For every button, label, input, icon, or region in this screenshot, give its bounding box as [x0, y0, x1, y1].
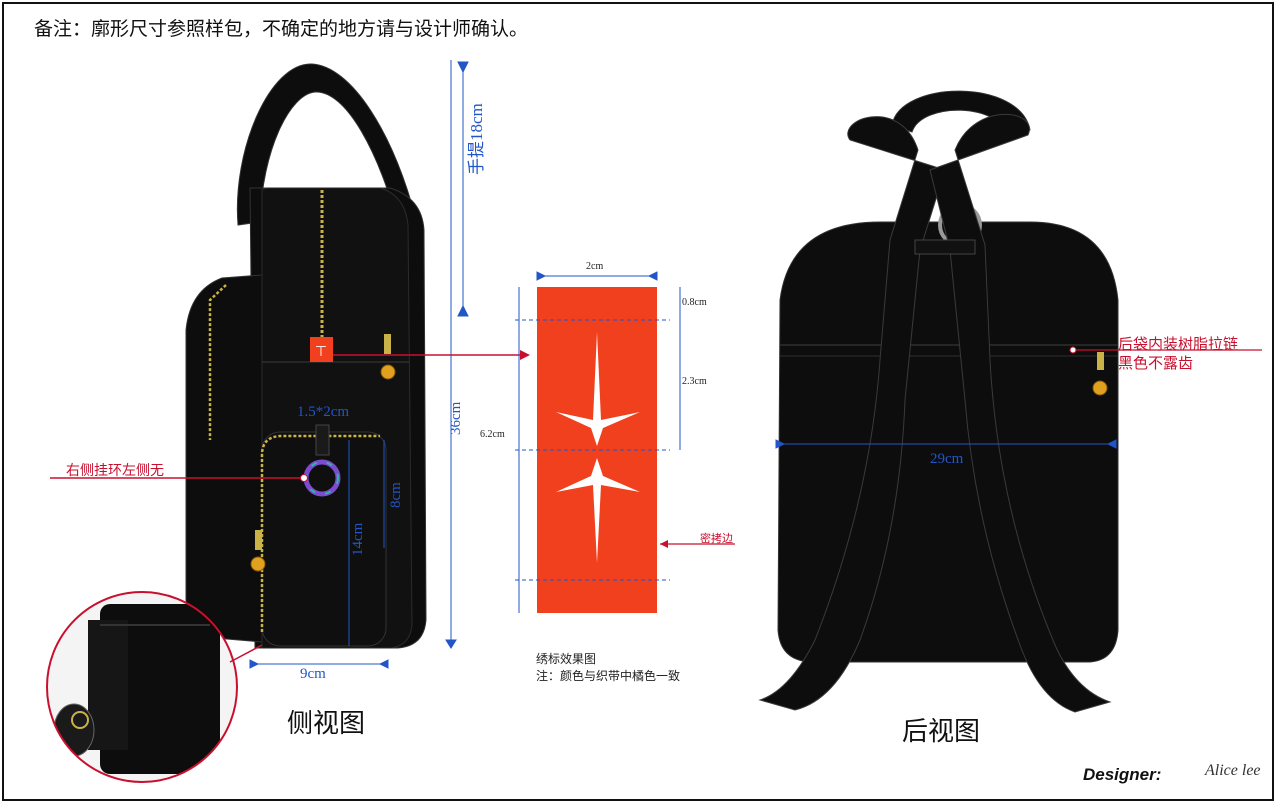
label-caption: 绣标效果图 — [536, 652, 597, 666]
label-mid-span: 2.3cm — [682, 376, 707, 387]
handle-dimension: 手提18cm — [467, 103, 486, 175]
zip-length-dimension: 8cm — [388, 482, 404, 508]
side-view-bag: ⊤ — [185, 63, 427, 649]
pocket-width-dimension: 9cm — [300, 666, 326, 682]
pocket-height-dimension: 14cm — [350, 522, 366, 556]
svg-text:⊤: ⊤ — [315, 344, 327, 360]
edge-callout: 密拷边 — [700, 533, 733, 545]
back-view-title: 后视图 — [902, 717, 981, 747]
back-view-bag — [758, 90, 1119, 713]
tab-dimension: 1.5*2cm — [297, 404, 350, 420]
designer-label: Designer: — [1083, 765, 1162, 784]
side-view-title: 侧视图 — [287, 709, 366, 739]
label-top-margin: 0.8cm — [682, 297, 707, 308]
designer-signature: Alice lee — [1205, 762, 1261, 779]
embroidered-label — [537, 287, 657, 613]
design-note: 备注：廓形尺寸参照样包，不确定的地方请与设计师确认。 — [34, 18, 529, 40]
label-width: 2cm — [586, 261, 604, 272]
back-width-dimension: 29cm — [930, 451, 964, 467]
label-total-height: 6.2cm — [480, 429, 505, 440]
label-color-note: 注：颜色与织带中橘色一致 — [536, 669, 681, 683]
back-zip-callout-1: 后袋内装树脂拉链 — [1118, 337, 1239, 353]
back-zip-callout-2: 黑色不露齿 — [1118, 356, 1194, 372]
detail-zoom-circle — [46, 591, 263, 783]
ring-callout: 右侧挂环左侧无 — [66, 464, 164, 479]
height-dimension: 36cm — [448, 401, 464, 435]
